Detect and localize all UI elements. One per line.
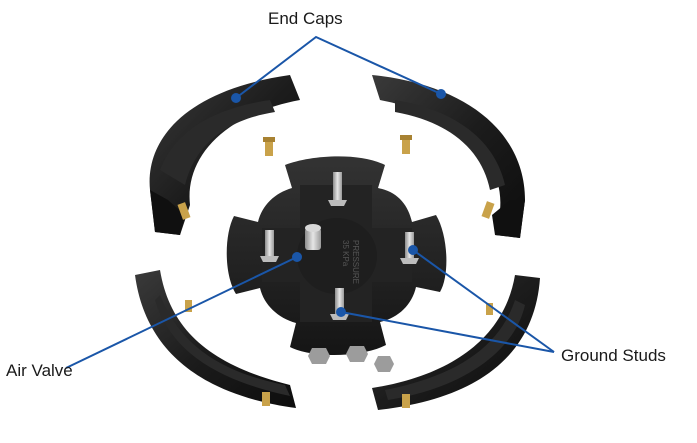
- leader-dots: [231, 89, 446, 317]
- end-cap-top-left: [149, 75, 300, 235]
- brass-stud: [402, 394, 410, 408]
- brass-stud: [185, 300, 192, 312]
- air-valve: [305, 224, 321, 250]
- embossed-pressure-value: 35 KPa: [341, 240, 350, 267]
- ground-studs-label: Ground Studs: [561, 346, 666, 365]
- ground-stud-left: [260, 230, 279, 262]
- brass-stud: [486, 303, 493, 315]
- air-valve-marker: [292, 252, 302, 262]
- brass-stud: [481, 201, 495, 219]
- ground-stud-top: [328, 172, 347, 206]
- ground-stud-right: [400, 232, 419, 264]
- leader-lines: [65, 35, 555, 369]
- central-hub: PRESSURE 35 KPa: [226, 156, 447, 372]
- brass-stud: [177, 202, 191, 220]
- embossed-pressure-text: PRESSURE: [351, 240, 360, 284]
- ground-studs-leader-right: [412, 249, 555, 353]
- brass-stud: [400, 135, 412, 154]
- brass-stud: [263, 137, 275, 156]
- hex-nut: [374, 356, 394, 372]
- air-valve-leader: [65, 256, 298, 369]
- air-valve-label: Air Valve: [6, 361, 73, 380]
- ground-studs-leader-bottom: [340, 311, 555, 353]
- end-cap-bottom-left: [135, 270, 296, 408]
- brass-stud: [262, 392, 270, 406]
- ground-stud-bottom-marker: [336, 307, 346, 317]
- end-caps-label: End Caps: [268, 9, 343, 28]
- end-cap-right-marker: [436, 89, 446, 99]
- end-caps-leader: [235, 35, 442, 99]
- hex-nut: [346, 346, 368, 362]
- ground-stud-right-marker: [408, 245, 418, 255]
- hex-nut: [308, 348, 330, 364]
- end-cap-left-marker: [231, 93, 241, 103]
- end-cap-top-right: [372, 75, 525, 238]
